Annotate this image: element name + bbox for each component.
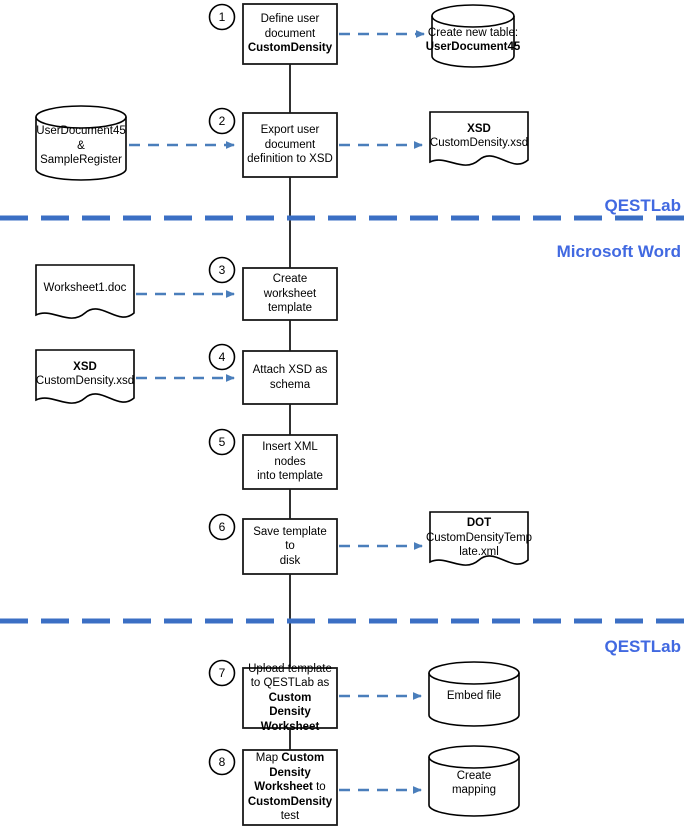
process-box-8[interactable] <box>242 749 338 826</box>
document-shape-4[interactable] <box>35 349 135 404</box>
step-number-2: 2 <box>218 114 226 128</box>
lane-label-qestlab-bottom: QESTLab <box>604 637 681 656</box>
database-shape-1[interactable] <box>431 4 515 68</box>
database-shape-7[interactable] <box>428 661 520 727</box>
step-badge-1 <box>208 3 236 31</box>
process-box-5[interactable] <box>242 434 338 490</box>
step-number-5: 5 <box>218 435 226 449</box>
process-box-1[interactable] <box>242 3 338 65</box>
document-shape-6[interactable] <box>429 511 529 566</box>
document-shape-2[interactable] <box>429 111 529 166</box>
step-badge-6 <box>208 513 236 541</box>
process-box-3[interactable] <box>242 267 338 321</box>
step-number-4: 4 <box>218 350 226 364</box>
process-box-6[interactable] <box>242 518 338 575</box>
step-badge-2 <box>208 107 236 135</box>
process-box-4[interactable] <box>242 350 338 405</box>
step-number-6: 6 <box>218 520 226 534</box>
step-badge-7 <box>208 659 236 687</box>
lane-label-qestlab-top: QESTLab <box>604 196 681 215</box>
step-number-3: 3 <box>218 263 226 277</box>
process-box-7[interactable] <box>242 667 338 729</box>
document-shape-3[interactable] <box>35 264 135 319</box>
step-number-7: 7 <box>218 666 226 680</box>
step-number-1: 1 <box>218 10 226 24</box>
database-shape-2[interactable] <box>35 105 127 181</box>
database-shape-8[interactable] <box>428 745 520 817</box>
step-number-8: 8 <box>218 755 226 769</box>
step-badge-8 <box>208 748 236 776</box>
step-badge-5 <box>208 428 236 456</box>
process-box-2[interactable] <box>242 112 338 178</box>
lane-label-microsoft-word: Microsoft Word <box>556 242 681 261</box>
step-badge-3 <box>208 256 236 284</box>
step-badge-4 <box>208 343 236 371</box>
